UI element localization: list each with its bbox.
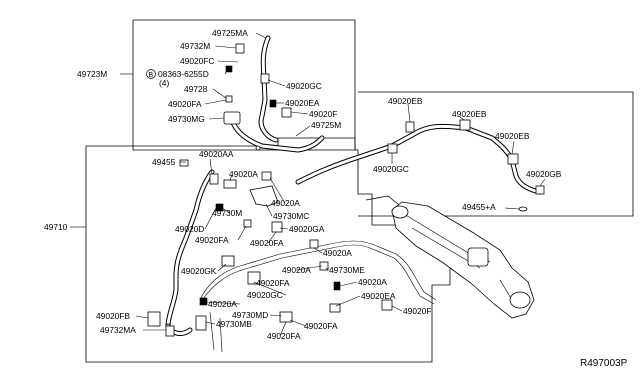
label-49020F-low: 49020F bbox=[403, 306, 431, 316]
pressure-hose bbox=[165, 169, 215, 336]
label-49020A-4: 49020A bbox=[282, 265, 311, 275]
label-49020EB-c: 49020EB bbox=[495, 131, 530, 141]
label-49020FA-top: 49020FA bbox=[168, 99, 202, 109]
steering-gear-body bbox=[365, 195, 535, 319]
label-49732M: 49732M bbox=[180, 41, 210, 51]
label-49020FA-5: 49020FA bbox=[267, 331, 301, 341]
clamp-top bbox=[223, 43, 292, 151]
label-08363-6255D: 08363-6255D bbox=[158, 69, 209, 79]
label-49020A-6: 49020A bbox=[208, 299, 237, 309]
label-49020GB: 49020GB bbox=[526, 169, 562, 179]
suction-hose bbox=[229, 117, 325, 153]
label-49020FA-2: 49020FA bbox=[250, 238, 284, 248]
label-49020FA-1: 49020FA bbox=[195, 235, 229, 245]
label-49020GC-low: 49020GC bbox=[247, 290, 283, 300]
label-08363-prefix: B bbox=[149, 72, 154, 79]
label-49020GC-top: 49020GC bbox=[286, 81, 322, 91]
label-49020A-5: 49020A bbox=[358, 277, 387, 287]
label-49020A-1: 49020A bbox=[229, 169, 258, 179]
label-49020GC-mid: 49020GC bbox=[373, 164, 409, 174]
pipe-line-lower bbox=[199, 240, 437, 353]
label-49020EA-low: 49020EA bbox=[361, 291, 396, 301]
label-49725MA: 49725MA bbox=[212, 28, 248, 38]
diagram-reference-code: R497003P bbox=[580, 358, 628, 369]
label-49020EB-a: 49020EB bbox=[388, 96, 423, 106]
label-49020A-3: 49020A bbox=[323, 248, 352, 258]
lower-clamps bbox=[147, 159, 393, 337]
label-49020GA: 49020GA bbox=[289, 224, 325, 234]
label-49455: 49455 bbox=[152, 157, 176, 167]
label-49020AA: 49020AA bbox=[199, 149, 234, 159]
label-49732MA: 49732MA bbox=[100, 325, 136, 335]
label-49730MG: 49730MG bbox=[168, 114, 205, 124]
label-49730M: 49730M bbox=[212, 208, 242, 218]
label-49730ME: 49730ME bbox=[329, 265, 365, 275]
label-49020EB-b: 49020EB bbox=[452, 109, 487, 119]
label-49020A-2: 49020A bbox=[271, 198, 300, 208]
label-49710: 49710 bbox=[44, 222, 68, 232]
lower-assembly-frame bbox=[85, 137, 451, 363]
bolt-symbol-icon bbox=[146, 69, 156, 79]
label-49728: 49728 bbox=[184, 84, 208, 94]
label-08363-qty: (4) bbox=[159, 78, 169, 88]
label-49020FB: 49020FB bbox=[96, 311, 130, 321]
label-49730MC: 49730MC bbox=[273, 211, 309, 221]
label-49730MD: 49730MD bbox=[232, 310, 268, 320]
label-49730MB: 49730MB bbox=[216, 319, 252, 329]
label-49725M: 49725M bbox=[311, 120, 341, 130]
label-49020D: 49020D bbox=[175, 224, 204, 234]
leader-lines bbox=[70, 32, 546, 337]
label-49020EA-top: 49020EA bbox=[285, 98, 320, 108]
label-49020FA-4: 49020FA bbox=[304, 321, 338, 331]
label-49020GK: 49020GK bbox=[181, 266, 217, 276]
reservoir-hose bbox=[258, 35, 279, 143]
label-49455A: 49455+A bbox=[462, 202, 496, 212]
label-49723M: 49723M bbox=[77, 69, 107, 79]
middle-assembly-frame bbox=[358, 91, 634, 217]
label-49020FA-3: 49020FA bbox=[256, 278, 290, 288]
part-labels: 49723M 49725MA 49732M 49020FC B 08363-62… bbox=[44, 28, 628, 369]
label-49020FC: 49020FC bbox=[180, 56, 214, 66]
label-49020F-top: 49020F bbox=[309, 109, 337, 119]
